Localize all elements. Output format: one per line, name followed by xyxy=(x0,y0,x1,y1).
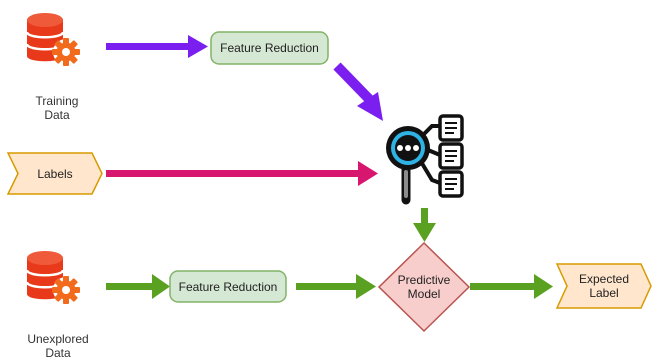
expected-label-tag-shape xyxy=(555,263,652,309)
predictive-model-line2: Model xyxy=(407,287,441,301)
expected-label-line2: Label xyxy=(589,286,619,300)
arrow-feature-reduction-to-model xyxy=(296,274,376,299)
predictive-model-diamond xyxy=(377,241,471,333)
feature-reduction-bottom-box xyxy=(169,270,287,303)
arrow-labels-to-analysis xyxy=(106,161,378,186)
expected-label-line1: Expected xyxy=(578,272,630,286)
feature-reduction-bottom-label: Feature Reduction xyxy=(178,280,278,294)
feature-reduction-top-box xyxy=(210,31,329,65)
unexplored-database-icon xyxy=(25,249,82,306)
training-data-label: Training Data xyxy=(22,94,92,122)
arrow-unexplored-to-feature-reduction xyxy=(106,274,170,299)
arrow-analysis-to-model xyxy=(413,208,436,242)
arrow-training-to-feature-reduction xyxy=(106,35,208,58)
arrow-feature-reduction-to-analysis xyxy=(333,62,383,121)
predictive-model-line1: Predictive xyxy=(397,273,451,287)
unexplored-data-label-line1: Unexplored xyxy=(27,332,89,346)
arrow-model-to-expected-label xyxy=(470,274,553,299)
expected-label-text: Expected Label xyxy=(563,272,645,300)
predictive-model-label: Predictive Model xyxy=(384,273,464,301)
magnifier-documents-icon xyxy=(386,114,464,205)
labels-tag-shape xyxy=(6,152,103,195)
training-data-label-line2: Data xyxy=(44,108,70,122)
feature-reduction-top-label: Feature Reduction xyxy=(220,41,319,55)
labels-text: Labels xyxy=(37,167,73,181)
unexplored-data-label: Unexplored Data xyxy=(18,332,98,360)
training-database-icon xyxy=(25,11,82,68)
training-data-label-line1: Training xyxy=(35,94,79,108)
unexplored-data-label-line2: Data xyxy=(45,346,71,360)
